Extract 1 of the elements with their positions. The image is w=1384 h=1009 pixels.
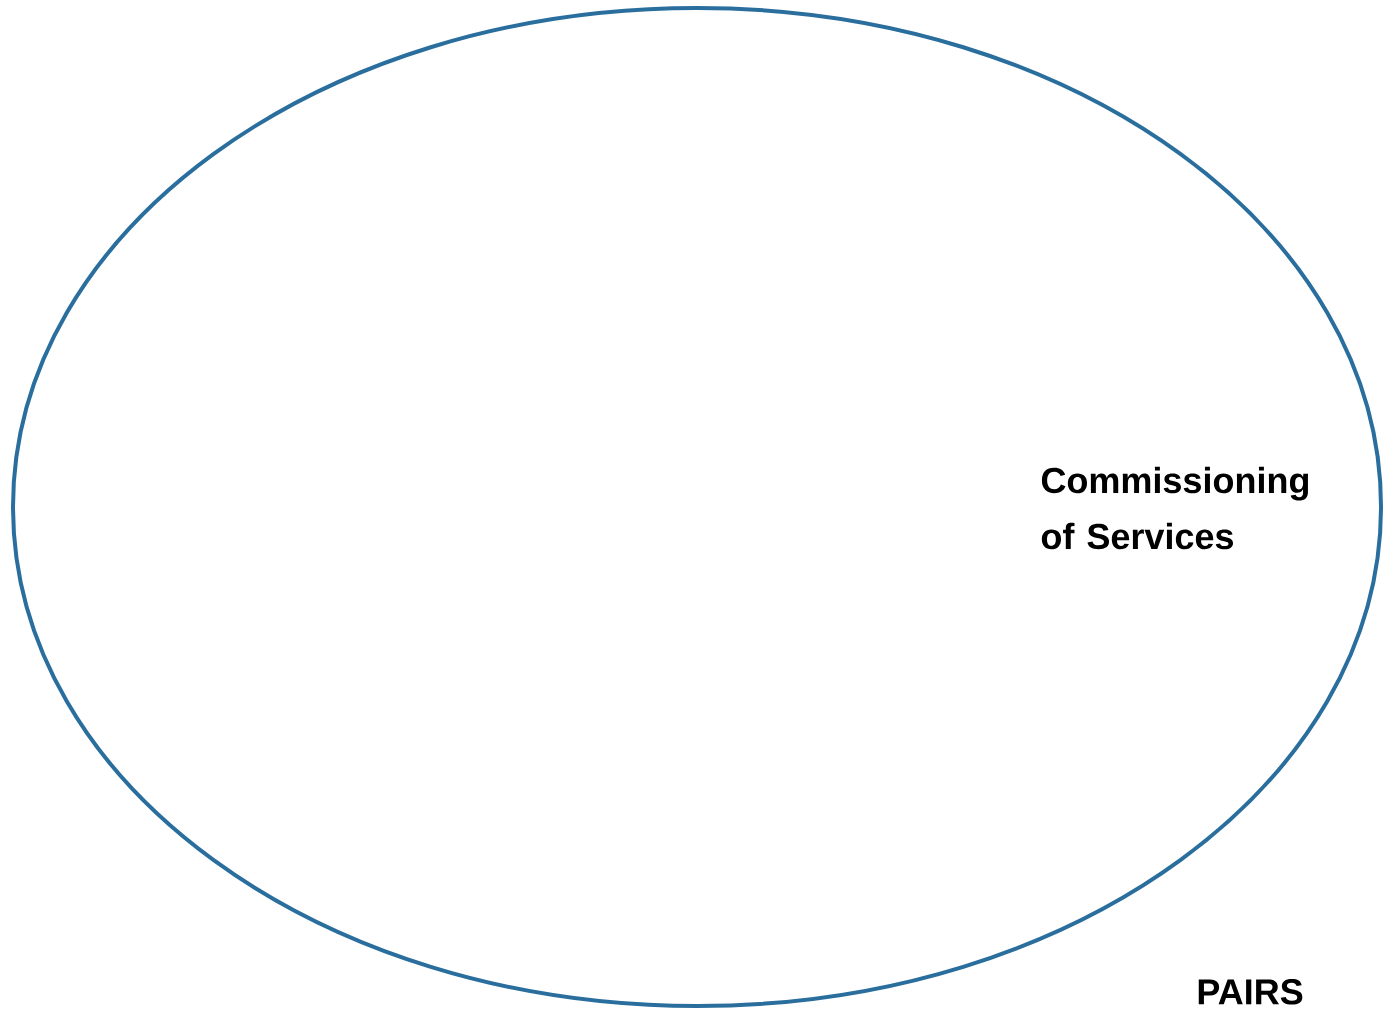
label: PAIRS bbox=[1198, 979, 1303, 1005]
